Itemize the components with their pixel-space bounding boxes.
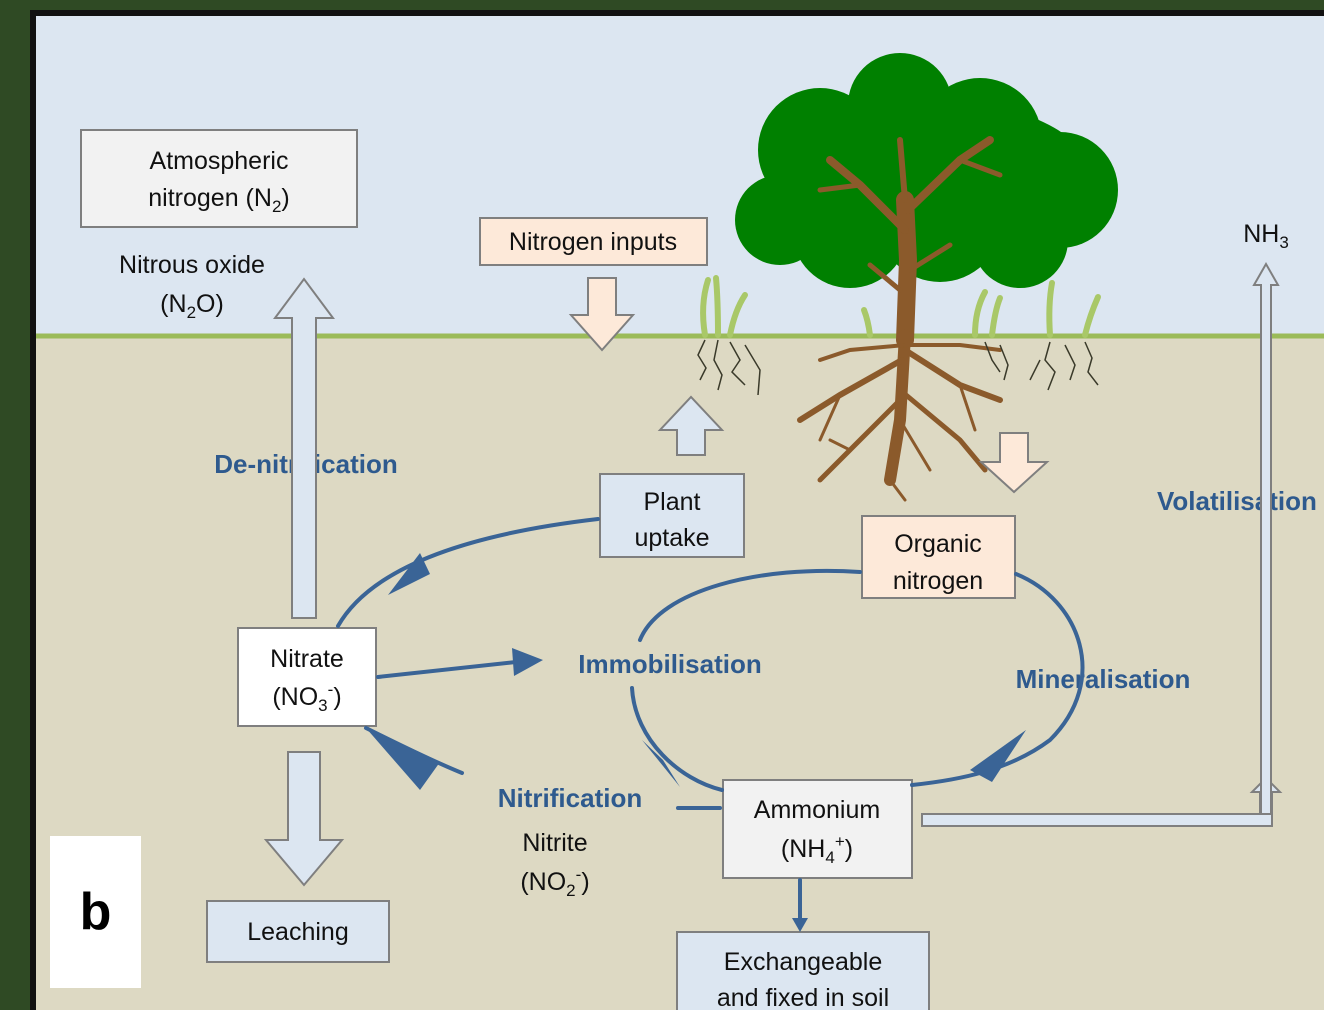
immobilisation-to-ammonium-arc: [630, 686, 724, 792]
tree-litter-arrow: [978, 432, 1050, 494]
arrowhead-nitrate-from-nitrification: [366, 728, 440, 790]
nitrite-line1: Nitrite: [522, 829, 587, 857]
arrowhead-ammonium-from-left: [642, 740, 680, 787]
atmospheric-nitrogen-line2: nitrogen (N2): [148, 184, 289, 216]
diagram-frame: Atmospheric nitrogen (N2) Nitrogen input…: [30, 10, 1324, 1010]
plant-uptake-line2: uptake: [634, 524, 709, 552]
nitrification-label: Nitrification: [498, 783, 642, 813]
exchangeable-box: [676, 931, 930, 1010]
nitrous-oxide-formula: (N2O): [160, 290, 224, 322]
arrowhead-plant-uptake: [388, 553, 430, 595]
nh3-label: NH3: [1243, 220, 1289, 252]
denitrification-arrow: [273, 277, 335, 619]
atmospheric-nitrogen-line1: Atmospheric: [150, 147, 289, 175]
ammonium-box: [722, 779, 913, 879]
nitrate-line1: Nitrate: [270, 645, 344, 673]
nitrite-formula: (NO2-): [520, 865, 589, 900]
small-roots-icon: [697, 339, 1099, 396]
exchangeable-line1: Exchangeable: [724, 948, 882, 976]
nitrogen-inputs-label: Nitrogen inputs: [509, 228, 677, 256]
organic-nitrogen-line1: Organic: [894, 530, 982, 558]
nitrogen-cycle-diagram: Atmospheric nitrogen (N2) Nitrogen input…: [36, 16, 1324, 1010]
organic-nitrogen-to-immobilisation-arc: [638, 568, 862, 642]
arrowhead-exchangeable: [792, 918, 808, 932]
volatilisation-label: Volatilisation: [1157, 486, 1317, 516]
grass-icon: [700, 275, 1101, 338]
organic-nitrogen-box: [861, 515, 1016, 599]
nitrate-to-plant-uptake-arrow: [336, 517, 600, 628]
plant-uptake-arrow: [657, 395, 725, 456]
panel-label: b: [50, 836, 141, 988]
organic-nitrogen-to-ammonium-arc: [910, 572, 1085, 787]
tree-icon: [735, 53, 1118, 502]
arrowhead-mineralisation: [970, 730, 1026, 782]
leaching-box: [206, 900, 390, 963]
nitrogen-inputs-arrow: [568, 277, 636, 352]
leaching-label: Leaching: [247, 918, 348, 946]
leaching-arrow: [263, 751, 345, 887]
plant-uptake-line1: Plant: [644, 488, 701, 516]
ammonium-line1: Ammonium: [754, 796, 880, 824]
atmospheric-nitrogen-box: [80, 129, 358, 228]
organic-nitrogen-line2: nitrogen: [893, 567, 983, 595]
nitrate-box: [237, 627, 377, 727]
exchangeable-line2: and fixed in soil: [717, 984, 889, 1010]
nitrogen-inputs-box: [479, 217, 708, 266]
mineralisation-label: Mineralisation: [1016, 664, 1191, 694]
arrowhead-immobilisation: [512, 648, 543, 676]
plant-uptake-box: [599, 473, 745, 558]
nitrate-to-immobilisation-line: [376, 659, 527, 679]
nitrate-formula: (NO3-): [272, 680, 341, 715]
nitrous-oxide-line1: Nitrous oxide: [119, 251, 265, 279]
immobilisation-label: Immobilisation: [578, 649, 761, 679]
volatilisation-riser: [1252, 261, 1280, 815]
cycle-arrowheads: [366, 553, 1026, 932]
ammonium-formula: (NH4+): [781, 832, 853, 867]
